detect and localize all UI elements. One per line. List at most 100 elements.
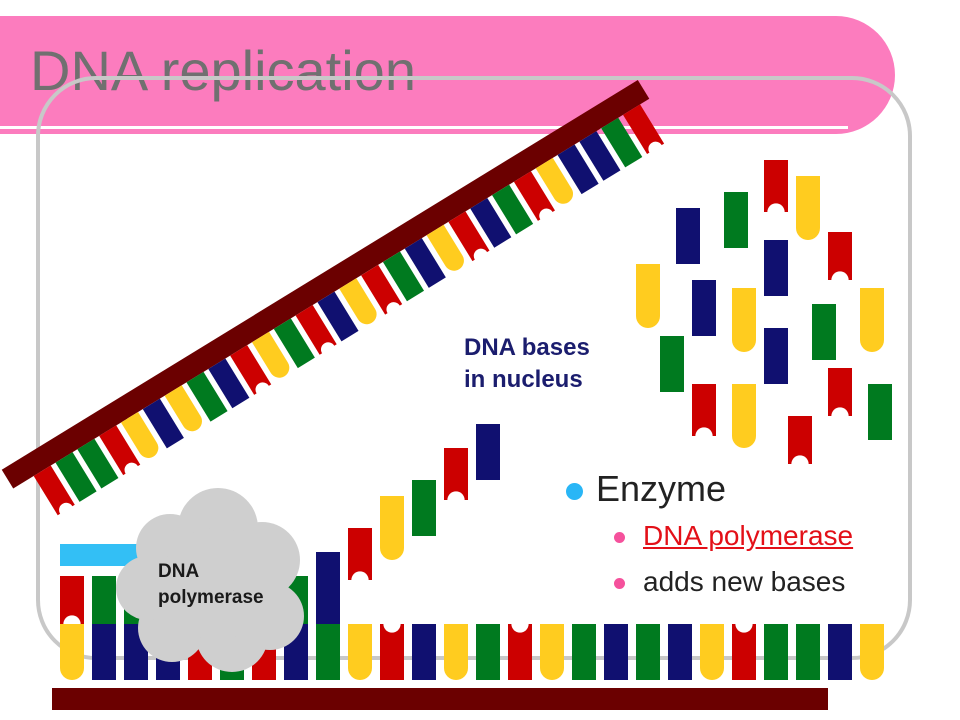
label-poly-line1: DNA — [158, 561, 200, 582]
base-notch — [473, 248, 489, 264]
base-red — [692, 384, 716, 445]
label-dna-bases-in-nucleus: DNA bases in nucleus — [464, 332, 590, 396]
base-notch — [695, 427, 713, 445]
base-notch — [539, 208, 554, 223]
base-block-green — [572, 624, 596, 680]
base-green — [724, 192, 748, 248]
base-block-green — [92, 576, 116, 624]
base-block-yellow — [348, 624, 372, 680]
base-red — [508, 615, 532, 680]
base-block-navy — [208, 358, 250, 409]
base-red — [99, 425, 141, 478]
base-red — [230, 345, 272, 397]
base-notch — [447, 491, 465, 509]
base-block-green — [273, 318, 315, 369]
base-navy — [476, 424, 500, 480]
base-notch — [831, 271, 849, 289]
base-green — [316, 624, 340, 680]
base-red — [448, 211, 490, 264]
base-yellow — [444, 624, 468, 680]
base-red — [623, 104, 665, 157]
base-yellow — [860, 288, 884, 352]
base-block-green — [412, 480, 436, 536]
template-backbone — [1, 79, 650, 489]
base-notch — [511, 615, 529, 633]
base-navy — [208, 358, 250, 409]
label-bases-line1: DNA bases — [464, 334, 590, 361]
base-navy — [692, 280, 716, 336]
base-yellow — [60, 624, 84, 680]
base-notch — [59, 502, 74, 518]
base-green — [476, 624, 500, 680]
base-block-red — [230, 345, 272, 395]
base-block-yellow — [444, 624, 468, 680]
base-navy — [317, 291, 359, 342]
base-notch — [386, 302, 401, 317]
base-yellow — [732, 384, 756, 448]
base-block-navy — [476, 424, 500, 480]
slide-frame — [36, 76, 912, 660]
base-block-red — [692, 384, 716, 436]
base-block-red — [732, 624, 756, 680]
base-block-red — [508, 624, 532, 680]
base-green — [186, 371, 228, 422]
bullet-enzyme-text: Enzyme — [596, 468, 727, 509]
base-red — [295, 305, 337, 357]
base-notch — [831, 407, 849, 425]
base-block-yellow — [535, 157, 574, 204]
base-block-red — [623, 104, 665, 155]
base-red — [732, 615, 756, 680]
base-block-red — [513, 171, 555, 221]
free-bases-group — [636, 160, 892, 473]
base-block-red — [99, 425, 141, 476]
bullet-dot-icon — [614, 578, 625, 589]
base-block-red — [444, 448, 468, 500]
base-block-yellow — [540, 624, 564, 680]
base-block-navy — [764, 328, 788, 384]
bullet-list: Enzyme DNA polymerase adds new bases — [566, 464, 906, 608]
base-yellow — [426, 224, 464, 271]
base-green — [55, 452, 97, 502]
base-block-yellow — [796, 176, 820, 240]
bullet-dot-icon — [566, 483, 583, 500]
base-green — [764, 624, 788, 680]
polymerase-cloud-group — [116, 488, 304, 672]
base-notch — [791, 455, 809, 473]
base-green — [412, 480, 436, 536]
base-navy — [668, 624, 692, 680]
base-red — [513, 171, 555, 223]
base-block-yellow — [636, 264, 660, 328]
base-yellow — [540, 624, 564, 680]
label-dna-polymerase: DNA polymerase — [158, 559, 264, 611]
base-navy — [404, 238, 446, 288]
polymerase-cloud-shape — [116, 488, 304, 672]
base-block-red — [33, 465, 75, 516]
base-green — [636, 624, 660, 680]
base-block-green — [868, 384, 892, 440]
bullet-dna-polymerase[interactable]: DNA polymerase — [566, 516, 906, 562]
base-block-yellow — [339, 278, 377, 325]
base-navy — [604, 624, 628, 680]
base-red — [348, 528, 372, 589]
base-notch — [383, 615, 401, 633]
base-block-green — [724, 192, 748, 248]
dna-polymerase-link[interactable]: DNA polymerase — [643, 520, 854, 551]
base-block-navy — [828, 624, 852, 680]
base-block-navy — [579, 131, 621, 181]
base-notch — [255, 382, 270, 397]
bottom-backbone — [52, 688, 828, 710]
template-strand-group — [1, 79, 665, 518]
base-navy — [412, 624, 436, 680]
base-notch — [124, 462, 139, 478]
base-block-navy — [557, 144, 599, 195]
cloud-lobe — [160, 528, 272, 640]
base-red — [828, 232, 852, 289]
base-block-yellow — [164, 385, 202, 432]
base-block-green — [316, 624, 340, 680]
base-green — [77, 438, 119, 489]
base-block-green — [55, 452, 97, 502]
bullet-enzyme: Enzyme — [566, 464, 906, 516]
base-notch — [648, 141, 663, 157]
bullet-adds-new-bases: adds new bases — [566, 562, 906, 608]
